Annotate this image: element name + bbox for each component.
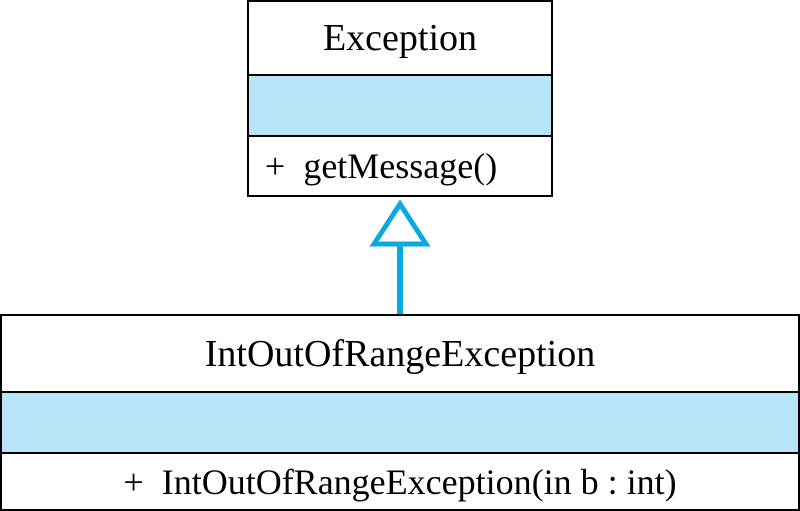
intoutofrangeexception-attributes-section	[2, 391, 798, 452]
operation-visibility: +	[265, 146, 286, 186]
operation-signature: getMessage()	[303, 146, 498, 186]
exception-class-box[interactable]: Exception + getMessage()	[247, 0, 553, 197]
intoutofrangeexception-class-name: IntOutOfRangeException	[2, 316, 798, 391]
operation-visibility: +	[123, 461, 144, 502]
exception-class-name-text: Exception	[322, 17, 478, 59]
operation-signature: IntOutOfRangeException(in b : int)	[161, 461, 677, 502]
intoutofrangeexception-class-name-text: IntOutOfRangeException	[204, 332, 596, 375]
intoutofrangeexception-operations-section: + IntOutOfRangeException(in b : int)	[2, 452, 798, 509]
exception-class-name: Exception	[249, 2, 551, 74]
exception-operations-section: + getMessage()	[249, 135, 551, 195]
intoutofrangeexception-class-box[interactable]: IntOutOfRangeException + IntOutOfRangeEx…	[0, 314, 800, 511]
exception-attributes-section	[249, 74, 551, 135]
generalization-arrow-head	[369, 199, 431, 247]
